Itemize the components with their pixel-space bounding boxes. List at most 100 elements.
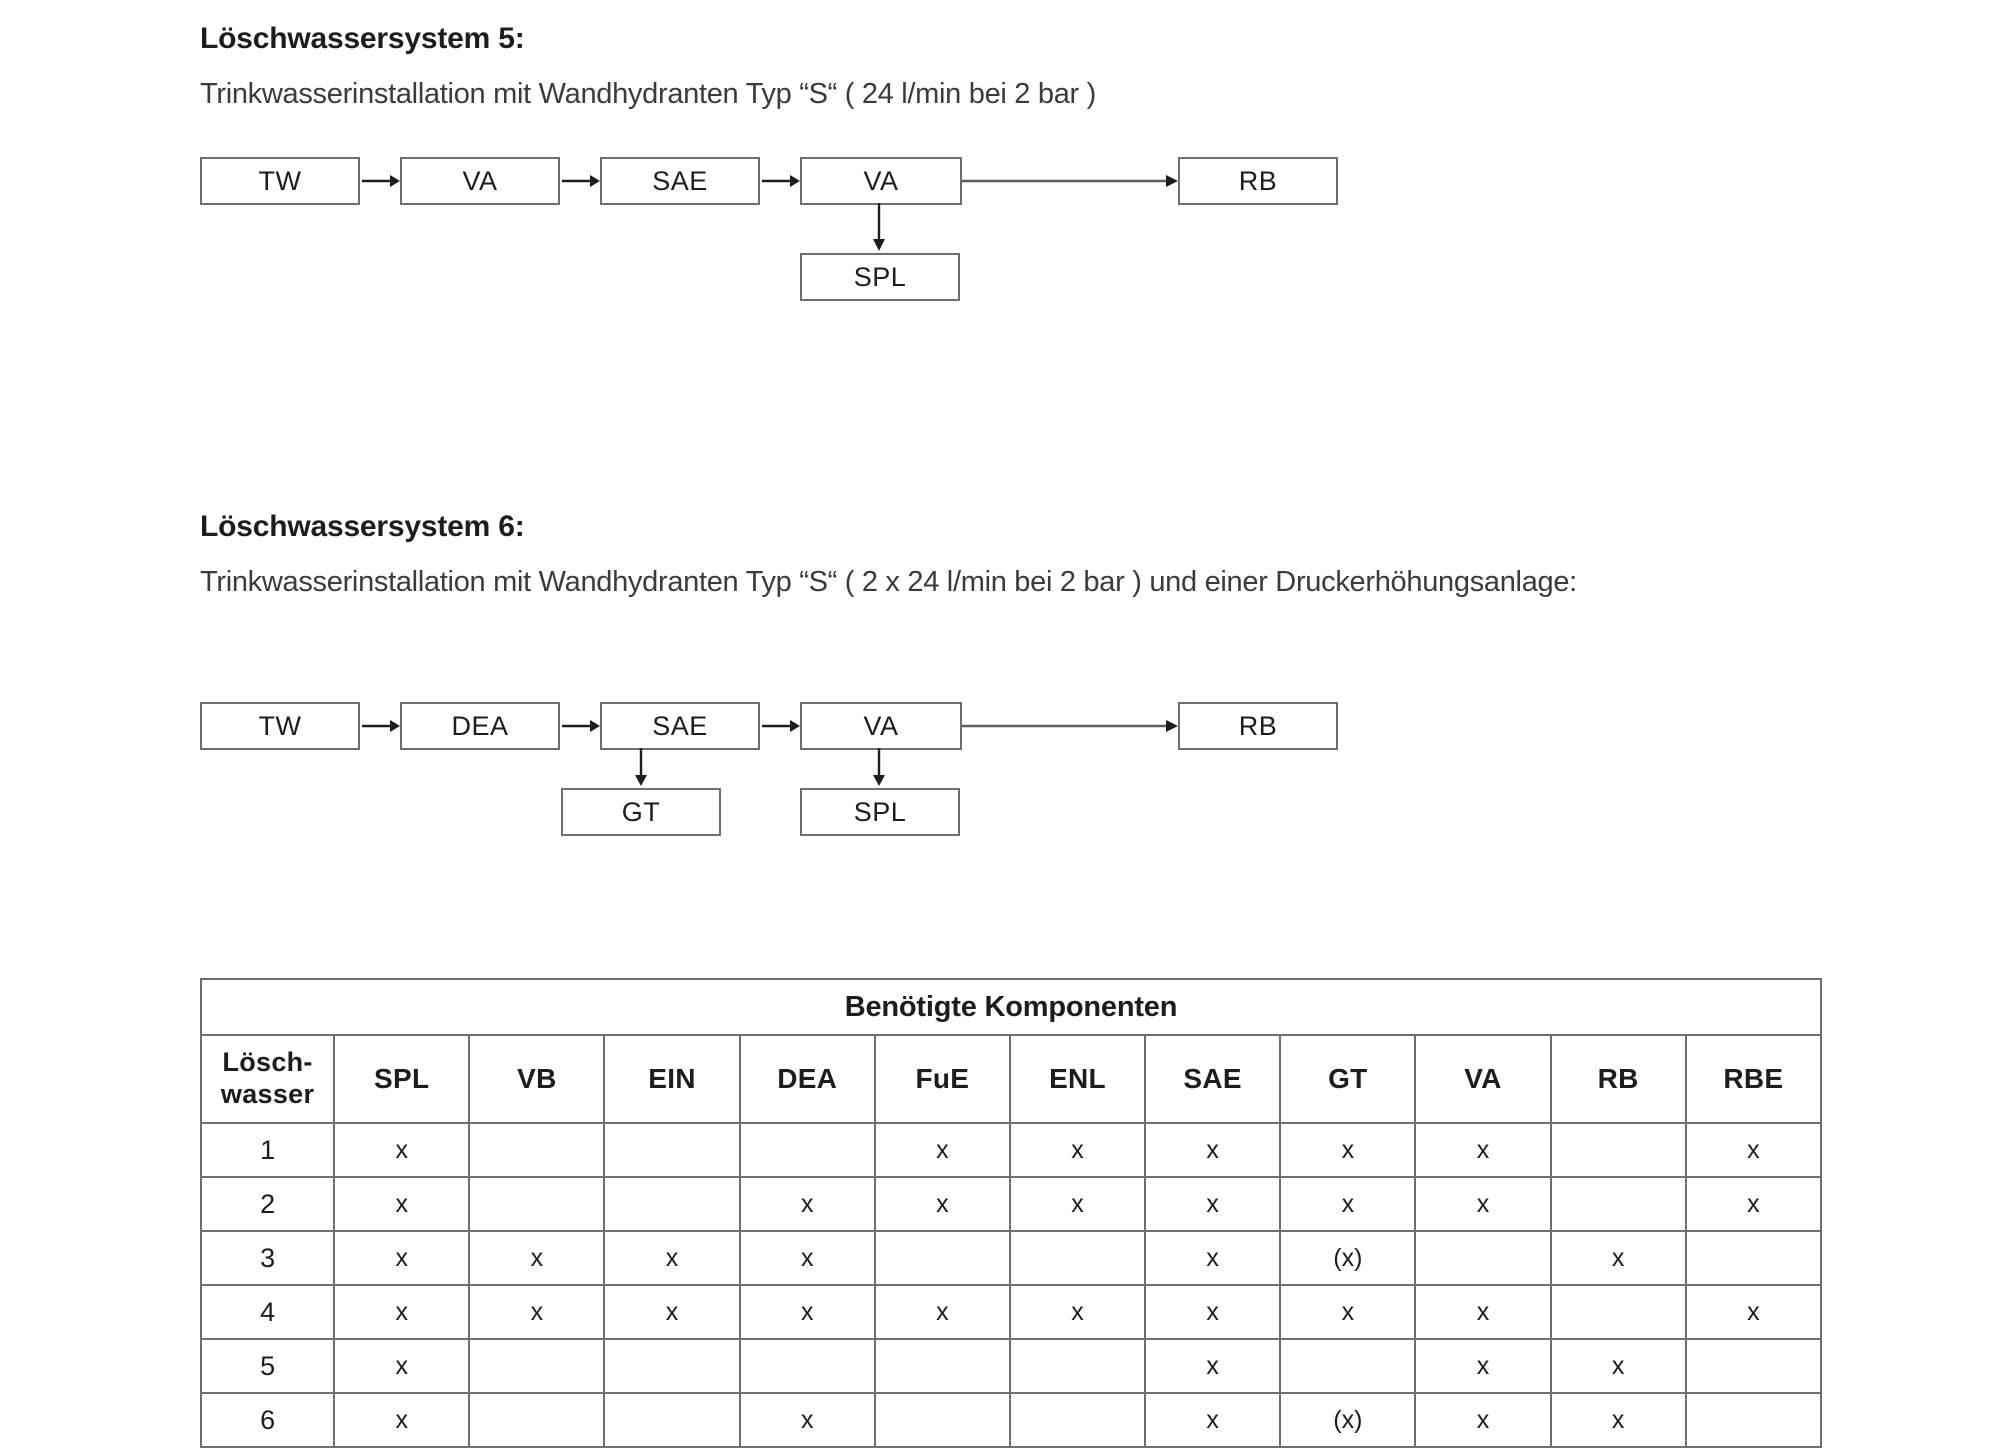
cell-va (1414, 1230, 1552, 1286)
arrow-right-icon (560, 716, 600, 736)
flow-diagram-6-row: TW DEA SAE VA RB (200, 700, 1338, 752)
table-caption-row: Benötigte Komponenten (200, 978, 1822, 1036)
cell-ein (603, 1392, 741, 1448)
flow-node-sae: SAE (600, 702, 760, 750)
cell-spl: x (333, 1230, 471, 1286)
cell-rb: x (1549, 1230, 1687, 1286)
cell-spl: x (333, 1338, 471, 1394)
cell-va: x (1414, 1338, 1552, 1394)
column-header-rb: RB (1549, 1034, 1687, 1124)
cell-vb: x (468, 1230, 606, 1286)
cell-dea (738, 1122, 876, 1178)
column-header-gt: GT (1279, 1034, 1417, 1124)
cell-ein: x (603, 1284, 741, 1340)
section-loeschwassersystem-5: Löschwassersystem 5: Trinkwasserinstalla… (200, 22, 1096, 111)
flow-node-gt: GT (561, 788, 721, 836)
cell-rb: x (1549, 1392, 1687, 1448)
cell-enl: x (1008, 1176, 1147, 1232)
cell-enl (1008, 1230, 1147, 1286)
arrow-right-icon (760, 171, 800, 191)
cell-rbe: x (1684, 1176, 1823, 1232)
cell-rbe (1684, 1230, 1823, 1286)
cell-vb (468, 1392, 606, 1448)
cell-ein: x (603, 1230, 741, 1286)
cell-sae: x (1144, 1392, 1282, 1448)
flow-node-spl: SPL (800, 253, 960, 301)
cell-rbe (1684, 1392, 1823, 1448)
cell-enl (1008, 1392, 1147, 1448)
cell-gt: (x) (1279, 1230, 1417, 1286)
arrow-down-icon (869, 748, 889, 786)
column-header-ein: EIN (603, 1034, 741, 1124)
table-caption: Benötigte Komponenten (200, 978, 1822, 1036)
cell-dea: x (738, 1230, 876, 1286)
cell-enl: x (1008, 1284, 1147, 1340)
column-header-loeschwasser: Lösch- wasser (199, 1034, 336, 1124)
section-5-title: Löschwassersystem 5: (200, 22, 525, 55)
components-table-container: Benötigte Komponenten Lösch- wasser SPL … (199, 978, 1823, 1448)
section-6-subtitle: Trinkwasserinstallation mit Wandhydrante… (200, 566, 1577, 598)
flow-node-tw: TW (200, 157, 360, 205)
cell-dea: x (738, 1392, 876, 1448)
table-row: 5 x x x x (199, 1338, 1823, 1394)
table-row: 3 x x x x x (x) x (199, 1230, 1823, 1286)
cell-ein (603, 1338, 741, 1394)
flow-connector-to-rb (962, 157, 1178, 205)
cell-vb (468, 1122, 606, 1178)
arrow-right-icon (360, 716, 400, 736)
section-6-title: Löschwassersystem 6: (200, 510, 525, 543)
cell-rbe (1684, 1338, 1823, 1394)
table-header-row: Lösch- wasser SPL VB EIN DEA FuE ENL SAE… (199, 1034, 1823, 1124)
row-label: 2 (199, 1176, 336, 1232)
cell-rb (1549, 1122, 1687, 1178)
cell-sae: x (1144, 1122, 1282, 1178)
column-header-vb: VB (468, 1034, 606, 1124)
column-header-spl: SPL (333, 1034, 471, 1124)
cell-rb (1549, 1284, 1687, 1340)
cell-vb (468, 1176, 606, 1232)
flow-node-va-2: VA (800, 157, 962, 205)
table-body: 1 x x x x x x x 2 x (199, 1122, 1823, 1448)
cell-spl: x (333, 1284, 471, 1340)
cell-spl: x (333, 1122, 471, 1178)
cell-fue (873, 1230, 1011, 1286)
cell-rbe: x (1684, 1122, 1823, 1178)
flow-diagram-5-row: TW VA SAE VA RB (200, 155, 1338, 207)
cell-va: x (1414, 1122, 1552, 1178)
arrow-down-icon (631, 748, 651, 786)
cell-sae: x (1144, 1176, 1282, 1232)
cell-gt: x (1279, 1176, 1417, 1232)
cell-gt: x (1279, 1284, 1417, 1340)
cell-sae: x (1144, 1338, 1282, 1394)
cell-dea: x (738, 1176, 876, 1232)
table-row: 1 x x x x x x x (199, 1122, 1823, 1178)
flow-node-rb: RB (1178, 157, 1338, 205)
cell-spl: x (333, 1176, 471, 1232)
column-header-line-2: wasser (220, 1079, 315, 1109)
flow-node-dea: DEA (400, 702, 560, 750)
cell-sae: x (1144, 1230, 1282, 1286)
cell-va: x (1414, 1392, 1552, 1448)
arrow-right-icon (760, 716, 800, 736)
arrow-right-icon (560, 171, 600, 191)
column-header-rbe: RBE (1684, 1034, 1823, 1124)
cell-gt: x (1279, 1122, 1417, 1178)
cell-fue: x (873, 1176, 1011, 1232)
cell-gt: (x) (1279, 1392, 1417, 1448)
cell-ein (603, 1122, 741, 1178)
cell-vb: x (468, 1284, 606, 1340)
table-row: 6 x x x (x) x x (199, 1392, 1823, 1448)
flow-node-spl: SPL (800, 788, 960, 836)
row-label: 3 (199, 1230, 336, 1286)
table-row: 2 x x x x x x x x (199, 1176, 1823, 1232)
row-label: 4 (199, 1284, 336, 1340)
cell-dea: x (738, 1284, 876, 1340)
flow-diagram-5: TW VA SAE VA RB SPL (200, 155, 1338, 301)
row-label: 1 (199, 1122, 336, 1178)
row-label: 6 (199, 1392, 336, 1448)
cell-rbe: x (1684, 1284, 1823, 1340)
column-header-va: VA (1414, 1034, 1552, 1124)
cell-gt (1279, 1338, 1417, 1394)
arrow-down-icon (869, 203, 889, 251)
